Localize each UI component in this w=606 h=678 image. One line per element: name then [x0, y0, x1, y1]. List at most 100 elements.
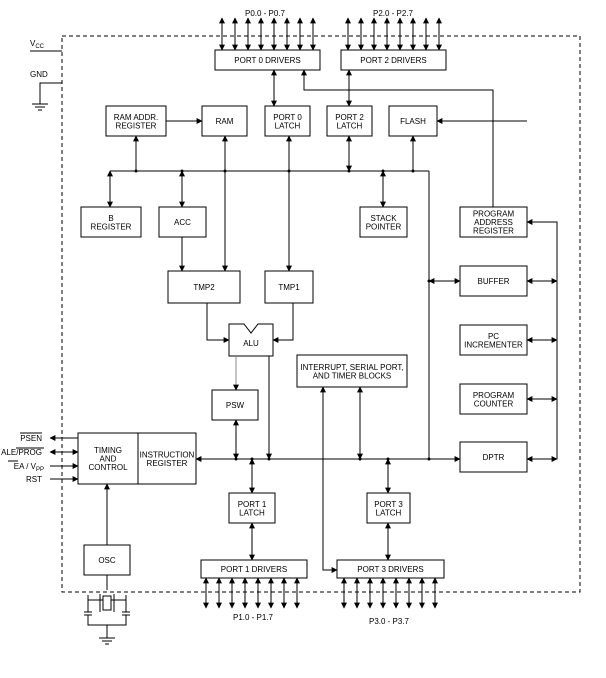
interrupt-to-port3 — [320, 386, 338, 573]
ram-label: RAM — [216, 117, 234, 126]
port3-drivers-label: PORT 3 DRIVERS — [357, 565, 423, 574]
junction-dot — [427, 457, 431, 461]
alu-block: ALU — [228, 323, 274, 357]
acc-label: ACC — [174, 218, 191, 227]
tmp1-block: TMP1 — [264, 270, 314, 304]
junction-dot — [411, 169, 415, 173]
port0-drivers-label: PORT 0 DRIVERS — [234, 56, 300, 65]
crystal-circuit — [84, 576, 130, 645]
interrupt-blocks-label: INTERRUPT, SERIAL PORT, — [300, 363, 403, 372]
p3-pin-arrows — [341, 577, 438, 609]
interrupt-blocks-block: INTERRUPT, SERIAL PORT,AND TIMER BLOCKS — [296, 354, 408, 388]
junction-dot — [250, 457, 254, 461]
svg-text:VCC: VCC — [30, 39, 45, 50]
p1-pin-arrows — [203, 577, 300, 609]
junction-dot — [223, 169, 227, 173]
crystal-icon — [102, 595, 112, 611]
ram-addr-reg-label: RAM ADDR. — [114, 113, 158, 122]
program-address-to-ports — [301, 69, 494, 207]
junction-dot — [358, 457, 362, 461]
port1-latch-label: PORT 1 — [238, 500, 267, 509]
junction-dot — [381, 169, 385, 173]
timing-control-label: CONTROL — [88, 463, 128, 472]
port3-drivers-block: PORT 3 DRIVERS — [336, 559, 445, 579]
port0-latch-label: LATCH — [275, 121, 301, 130]
port2-drivers-block: PORT 2 DRIVERS — [340, 49, 447, 71]
port1-latch-label: LATCH — [239, 508, 265, 517]
pc-incrementer-label: PC — [488, 332, 499, 341]
junction-dot — [134, 169, 138, 173]
b-register-label: B — [108, 214, 113, 223]
stack-pointer-label: STACK — [370, 214, 397, 223]
ram-addr-reg-block: RAM ADDR.REGISTER — [105, 105, 167, 137]
flash-block: FLASH — [388, 105, 438, 137]
gnd-label: GND — [30, 70, 48, 79]
psw-block: PSW — [211, 389, 259, 421]
acc-block: ACC — [158, 206, 207, 238]
junction-dot — [267, 457, 271, 461]
ram-addr-reg-label: REGISTER — [116, 121, 157, 130]
program-address-register-label: PROGRAM — [473, 210, 515, 219]
alu-label: ALU — [243, 339, 259, 348]
port1-drivers-label: PORT 1 DRIVERS — [221, 565, 287, 574]
tmp1-to-alu — [272, 303, 294, 343]
junction-dot — [234, 457, 238, 461]
timing-control-label: AND — [100, 455, 117, 464]
chip-boundary — [61, 35, 581, 593]
port2-latch-label: LATCH — [337, 121, 363, 130]
tmp1-label: TMP1 — [278, 283, 300, 292]
interrupt-blocks-label: AND TIMER BLOCKS — [313, 371, 392, 380]
gnd-line — [39, 82, 62, 104]
p0-pin-arrows — [219, 17, 316, 51]
port3-latch-label: LATCH — [376, 508, 402, 517]
p1-pins-label: P1.0 - P1.7 — [233, 613, 274, 622]
ram-block: RAM — [201, 105, 248, 137]
b-register-label: REGISTER — [91, 222, 132, 231]
osc-block: OSC — [83, 544, 131, 576]
junction-dot — [180, 169, 184, 173]
stack-pointer-label: POINTER — [366, 222, 402, 231]
svg-text:EA / VPP: EA / VPP — [14, 462, 44, 473]
rst-label: RST — [26, 475, 42, 484]
dptr-label: DPTR — [483, 453, 505, 462]
tmp2-label: TMP2 — [193, 283, 215, 292]
port0-latch-label: PORT 0 — [273, 113, 302, 122]
buffer-block: BUFFER — [459, 265, 528, 297]
junction-dot — [287, 169, 291, 173]
junction-dot — [386, 457, 390, 461]
junction-dot — [347, 169, 351, 173]
port1-drivers-block: PORT 1 DRIVERS — [200, 559, 308, 579]
osc-label: OSC — [98, 556, 116, 565]
p2-pin-arrows — [345, 17, 442, 51]
ea-vpp-label: EA / VPP — [14, 462, 44, 473]
port0-drivers-block: PORT 0 DRIVERS — [214, 49, 321, 71]
junction-dot — [427, 279, 431, 283]
tmp2-block: TMP2 — [167, 270, 241, 304]
pc-incrementer-label: INCREMENTER — [464, 340, 523, 349]
flash-label: FLASH — [400, 117, 426, 126]
program-address-register-label: ADDRESS — [474, 218, 513, 227]
ale-prog-label: ALE/PROG — [1, 448, 42, 457]
vcc-label: VCC — [30, 39, 45, 50]
psw-label: PSW — [226, 401, 245, 410]
tmp2-to-alu — [206, 303, 230, 343]
instruction-register-label: REGISTER — [147, 459, 188, 468]
program-counter-label: PROGRAM — [473, 391, 515, 400]
program-counter-label: COUNTER — [474, 399, 514, 408]
p2-pins-label: P2.0 - P2.7 — [373, 9, 414, 18]
p0-pins-label: P0.0 - P0.7 — [245, 9, 286, 18]
timing-control-label: TIMING — [94, 446, 122, 455]
p3-pins-label: P3.0 - P3.7 — [369, 617, 410, 626]
